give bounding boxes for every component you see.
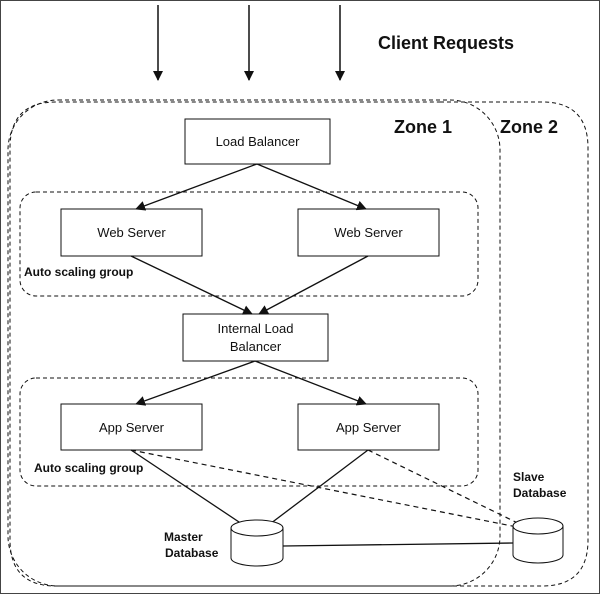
web-server-2-to-internal-lb-arrow	[258, 255, 369, 315]
app-server-2-to-slave-db-arrow	[367, 449, 533, 531]
slave-database-icon	[512, 517, 564, 564]
load-balancer-box	[184, 118, 331, 165]
slave-database-label-line-1: Slave	[513, 470, 545, 484]
internal-lb-to-app-server-2-arrow	[254, 360, 367, 406]
load-balancer-label: Load Balancer	[216, 134, 301, 149]
web-server-1-label: Web Server	[97, 225, 166, 240]
app-server-2-box	[297, 403, 440, 451]
app-server-2-to-master-db-arrow	[261, 449, 369, 531]
app-autoscaling-label: Auto scaling group	[34, 461, 143, 475]
web-autoscaling-label: Auto scaling group	[24, 265, 133, 279]
zone-2-boundary	[9, 101, 589, 587]
master-slave-replication-line	[282, 542, 514, 547]
web-autoscaling-group	[19, 191, 479, 297]
app-server-1-box	[60, 403, 203, 451]
app-server-2-label: App Server	[336, 420, 402, 435]
internal-load-balancer-label-line-1: Internal Load	[218, 321, 294, 336]
web-server-2-box	[297, 208, 440, 257]
zone-1-boundary	[7, 99, 501, 587]
slave-database-label-line-2: Database	[513, 486, 567, 500]
internal-lb-to-app-server-1-arrow	[135, 360, 256, 406]
internal-load-balancer-label-line-2: Balancer	[230, 339, 282, 354]
web-server-1-box	[60, 208, 203, 257]
app-server-1-to-master-db-arrow	[130, 449, 252, 531]
zone-2-label: Zone 2	[500, 117, 558, 137]
web-server-1-to-internal-lb-arrow	[130, 255, 253, 315]
master-database-label-line-1: Master	[164, 530, 203, 544]
client-requests-label: Client Requests	[378, 33, 514, 53]
web-server-2-label: Web Server	[334, 225, 403, 240]
lb-to-web-server-1-arrow	[135, 163, 258, 211]
app-server-1-label: App Server	[99, 420, 165, 435]
master-database-label-line-2: Database	[165, 546, 219, 560]
zone-1-label: Zone 1	[394, 117, 452, 137]
master-database-icon	[230, 519, 284, 567]
app-autoscaling-group	[19, 377, 479, 487]
lb-to-web-server-2-arrow	[256, 163, 367, 211]
